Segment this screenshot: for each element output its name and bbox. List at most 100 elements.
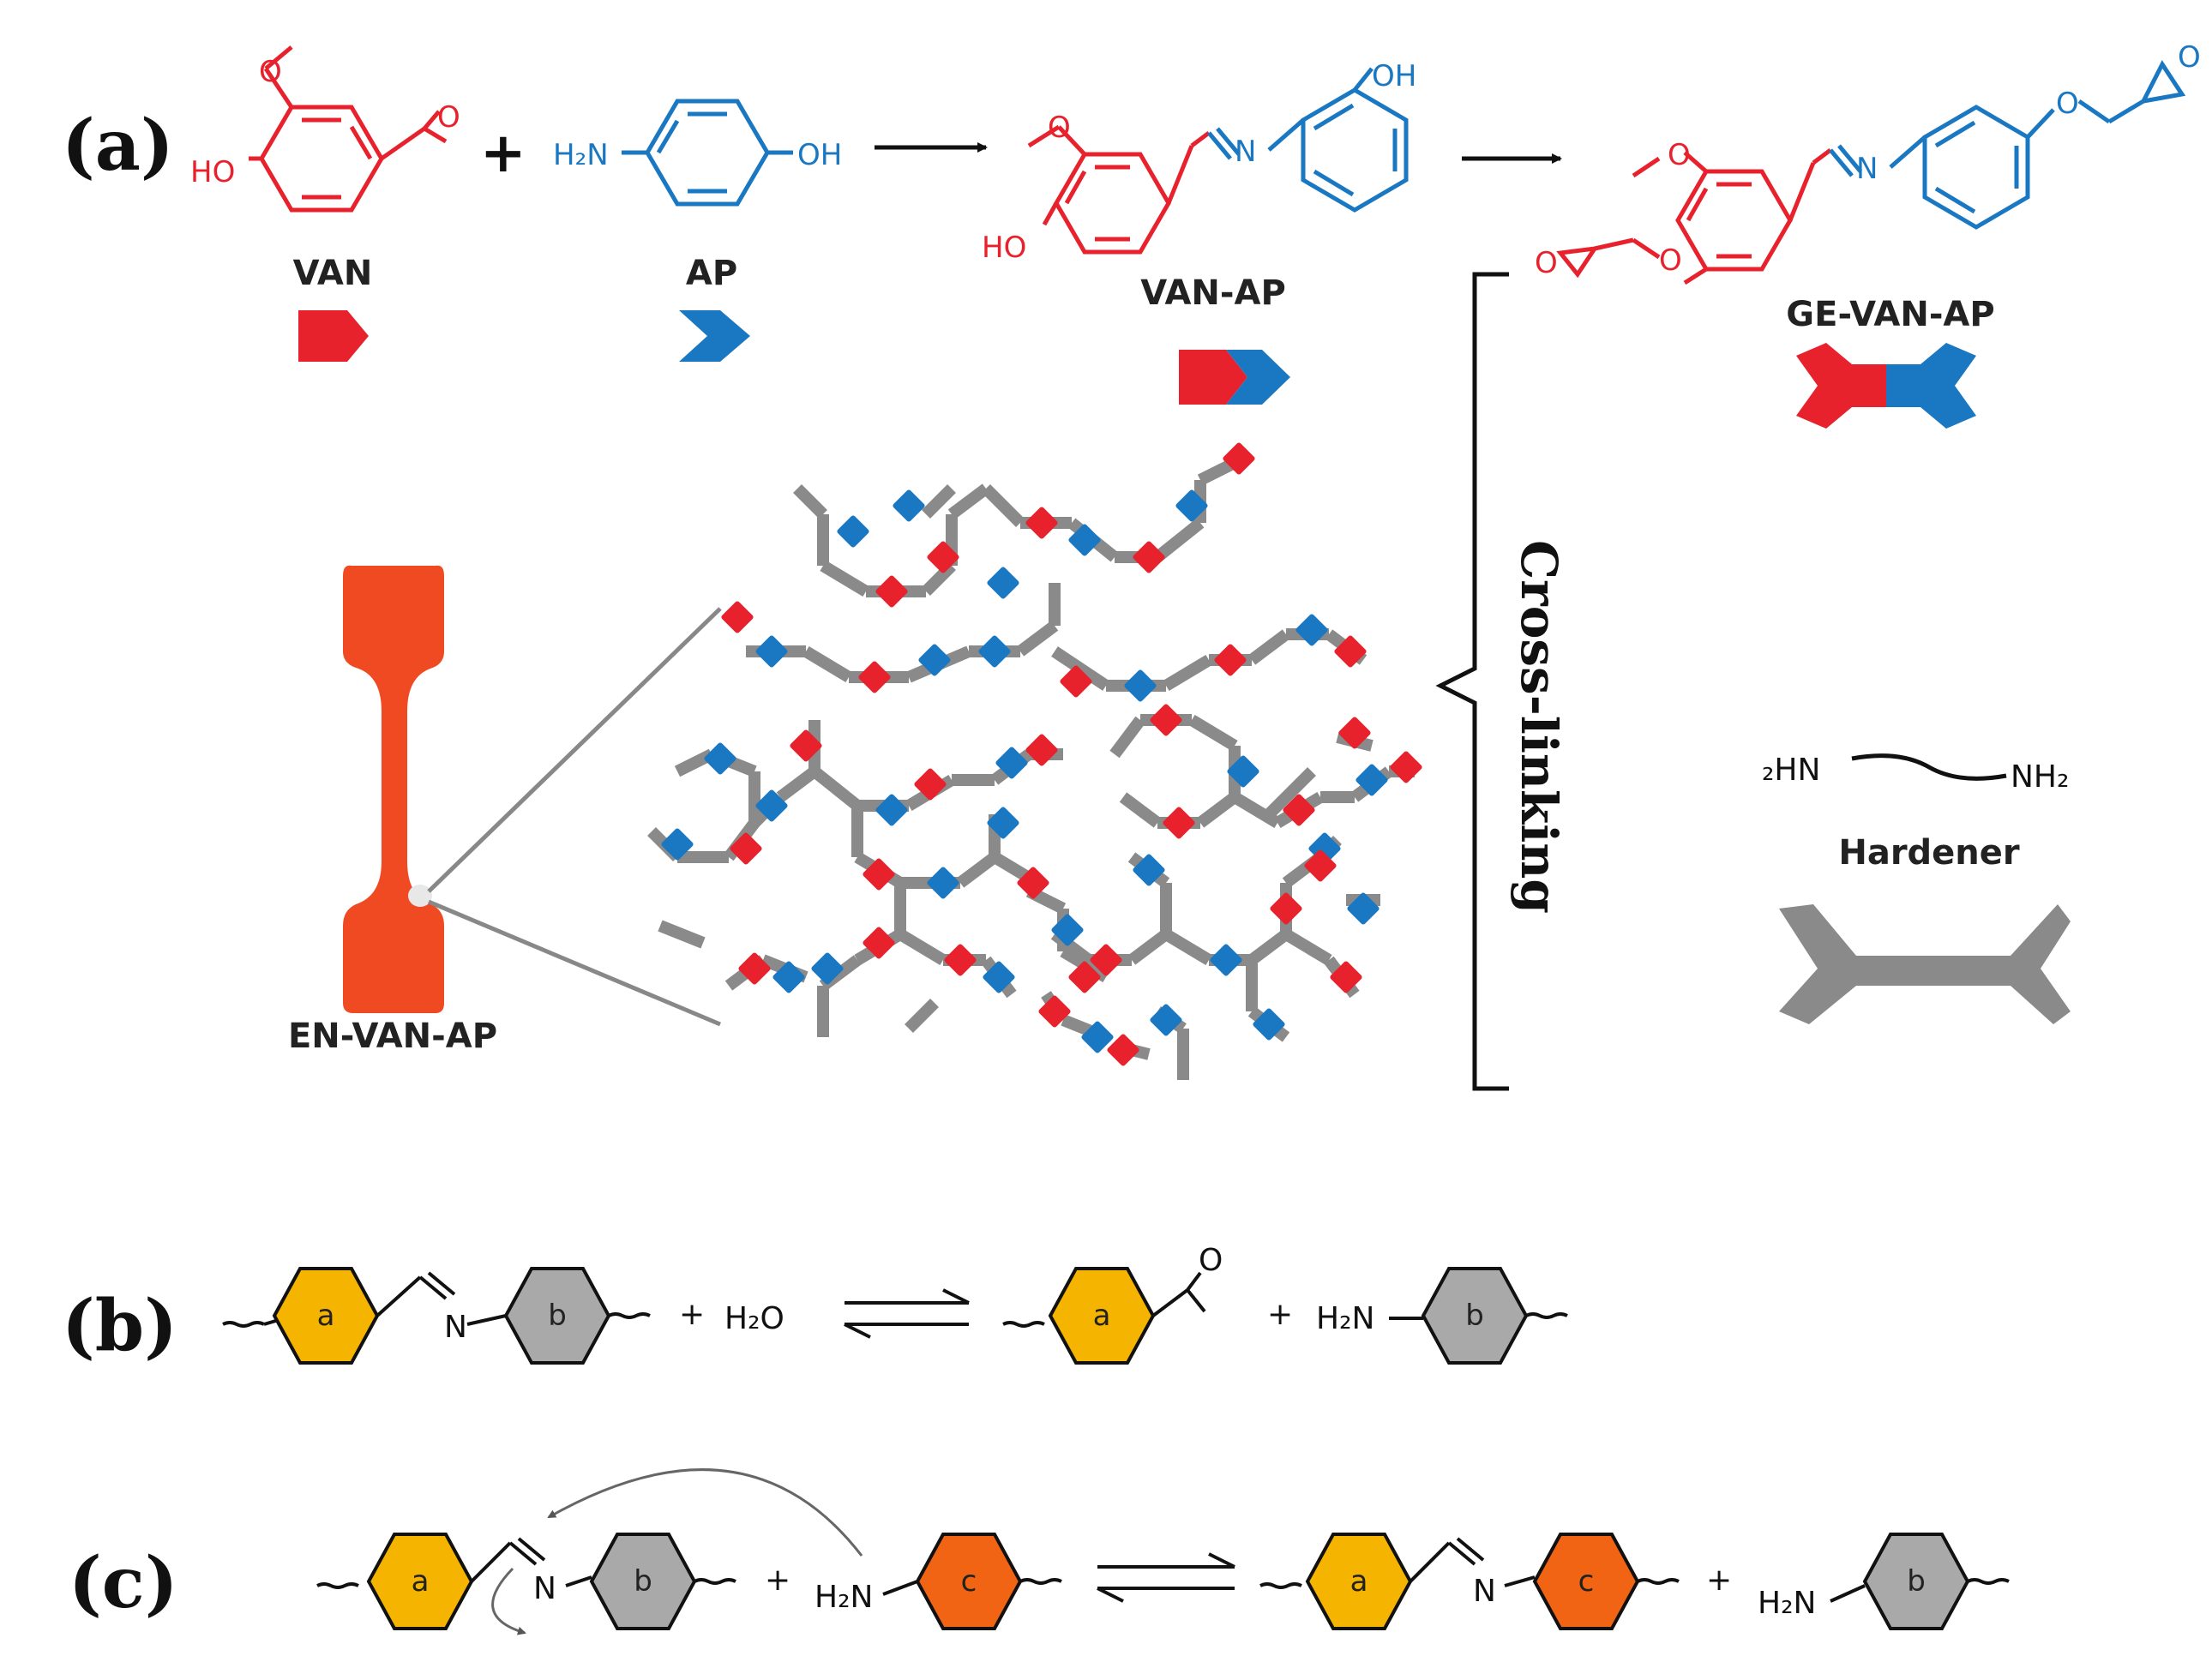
network-hardener-segment xyxy=(1265,767,1316,819)
network-hardener-segment xyxy=(922,484,956,519)
ap-h2n: H₂N xyxy=(553,138,609,172)
network-van-node xyxy=(1163,807,1195,839)
ring-label-c-c1: c xyxy=(961,1564,977,1599)
network-ap-node xyxy=(1150,1004,1182,1036)
van-ho: HO xyxy=(190,155,235,189)
hardener-block-icon xyxy=(1779,904,2071,1024)
imine-unit-c-product xyxy=(1259,1533,1680,1630)
ap-oh: OH xyxy=(797,138,842,172)
van-ap-ho: HO xyxy=(982,231,1026,265)
label-ap: AP xyxy=(686,254,737,293)
network-hardener-segment xyxy=(1283,928,1332,966)
network-ap-node xyxy=(1355,764,1388,796)
plus-c2: + xyxy=(1706,1563,1732,1598)
van-ap-n: N xyxy=(1235,135,1256,169)
network-van-node xyxy=(944,944,977,976)
network-van-node xyxy=(858,661,891,693)
network-hardener-segment xyxy=(810,766,862,811)
network-van-node xyxy=(863,927,895,959)
network-ap-node xyxy=(1068,524,1101,556)
network-van-node xyxy=(1107,1034,1139,1066)
van-structure xyxy=(249,45,448,213)
network-hardener-segment xyxy=(1196,792,1239,828)
ring-label-a-c1: a xyxy=(412,1564,430,1599)
network-ap-node xyxy=(978,635,1011,668)
network-van-node xyxy=(1214,644,1247,676)
network-hardener-segment xyxy=(1231,791,1281,829)
aldehyde-o-b: O xyxy=(1199,1243,1223,1278)
network-van-node xyxy=(1330,961,1362,993)
ring-label-b-b1: b xyxy=(548,1299,567,1333)
aldehyde-unit-b xyxy=(1002,1267,1206,1365)
network-hardener-segment xyxy=(776,766,819,802)
network-ap-node xyxy=(1081,1021,1114,1053)
network-ap-node xyxy=(995,747,1028,779)
network-hardener-segment xyxy=(1109,716,1145,759)
van-ap-methoxy-o: O xyxy=(1048,111,1071,145)
network-van-node xyxy=(863,858,895,891)
network-van-node xyxy=(1060,665,1092,698)
equilibrium-arrows-c xyxy=(1097,1552,1235,1603)
van-block-icon xyxy=(298,310,369,362)
network-van-node xyxy=(1068,961,1101,993)
network-hardener-segment xyxy=(1163,654,1212,692)
network-ap-node xyxy=(987,807,1019,839)
network-ap-node xyxy=(1253,1008,1285,1041)
network-ap-node xyxy=(983,961,1015,993)
ring-label-a-b1: a xyxy=(317,1299,335,1333)
network-hardener-segment xyxy=(897,928,947,966)
van-ap-oh: OH xyxy=(1372,59,1416,93)
amine-unit-b xyxy=(1389,1267,1568,1365)
ring-label-b-c2: b xyxy=(1907,1564,1926,1599)
ge-van-ap-epoxide-o-left: O xyxy=(1535,246,1558,280)
label-van: VAN xyxy=(293,254,373,293)
network-van-node xyxy=(790,729,822,762)
plus-b1: + xyxy=(679,1297,705,1332)
imine-n-c: N xyxy=(533,1571,556,1606)
van-ap-block-icon xyxy=(1179,350,1290,405)
network-van-node xyxy=(1334,635,1367,668)
network-hardener-segment xyxy=(1051,646,1109,691)
ring-label-b-b2: b xyxy=(1465,1299,1484,1333)
imine-unit-b xyxy=(222,1267,651,1365)
zoom-line-top xyxy=(427,607,722,893)
van-methoxy-o: O xyxy=(259,55,282,89)
panel-label-c: (c) xyxy=(69,1542,178,1624)
network-van-node xyxy=(1283,794,1315,826)
network-ap-node xyxy=(875,794,908,826)
equilibrium-arrows-b xyxy=(844,1288,970,1339)
van-aldehyde-o: O xyxy=(437,100,460,135)
ring-label-b-c1: b xyxy=(634,1564,652,1599)
network-ap-node xyxy=(811,952,844,985)
network-ap-node xyxy=(1133,854,1165,886)
network-van-node xyxy=(875,575,908,608)
label-van-ap: VAN-AP xyxy=(1140,273,1286,313)
cross-linking-brace xyxy=(1435,272,1509,1091)
imine-n-c2: N xyxy=(1473,1574,1496,1609)
network-hardener-segment xyxy=(1153,518,1205,562)
network-van-node xyxy=(1390,751,1422,783)
network-van-node xyxy=(738,952,771,985)
network-ap-node xyxy=(987,567,1019,599)
electron-arrow xyxy=(491,1567,526,1635)
imine-n-b: N xyxy=(444,1310,467,1345)
ge-van-ap-structure xyxy=(1556,60,2186,285)
ge-van-ap-ether-o: O xyxy=(1659,243,1682,278)
network-hardener-segment xyxy=(1247,929,1290,965)
network-ap-node xyxy=(1175,489,1208,522)
label-ge-van-ap: GE-VAN-AP xyxy=(1786,295,1994,334)
ge-van-ap-block-icon xyxy=(1796,343,1976,429)
panel-label-a: (a) xyxy=(62,105,174,187)
network-ap-node xyxy=(1295,614,1328,646)
ring-label-a-b2: a xyxy=(1093,1299,1111,1333)
amine-h2n-c2: H₂N xyxy=(1758,1586,1816,1621)
network-hardener-segment xyxy=(1119,792,1162,828)
label-hardener: Hardener xyxy=(1838,833,2020,873)
network-hardener-segment xyxy=(956,852,999,888)
water-b: H₂O xyxy=(724,1301,784,1336)
network-ap-node xyxy=(661,828,694,861)
network-hardener-segment xyxy=(1016,621,1059,657)
hardener-left-amine: ₂HN xyxy=(1762,753,1820,788)
network-ap-node xyxy=(893,489,925,522)
